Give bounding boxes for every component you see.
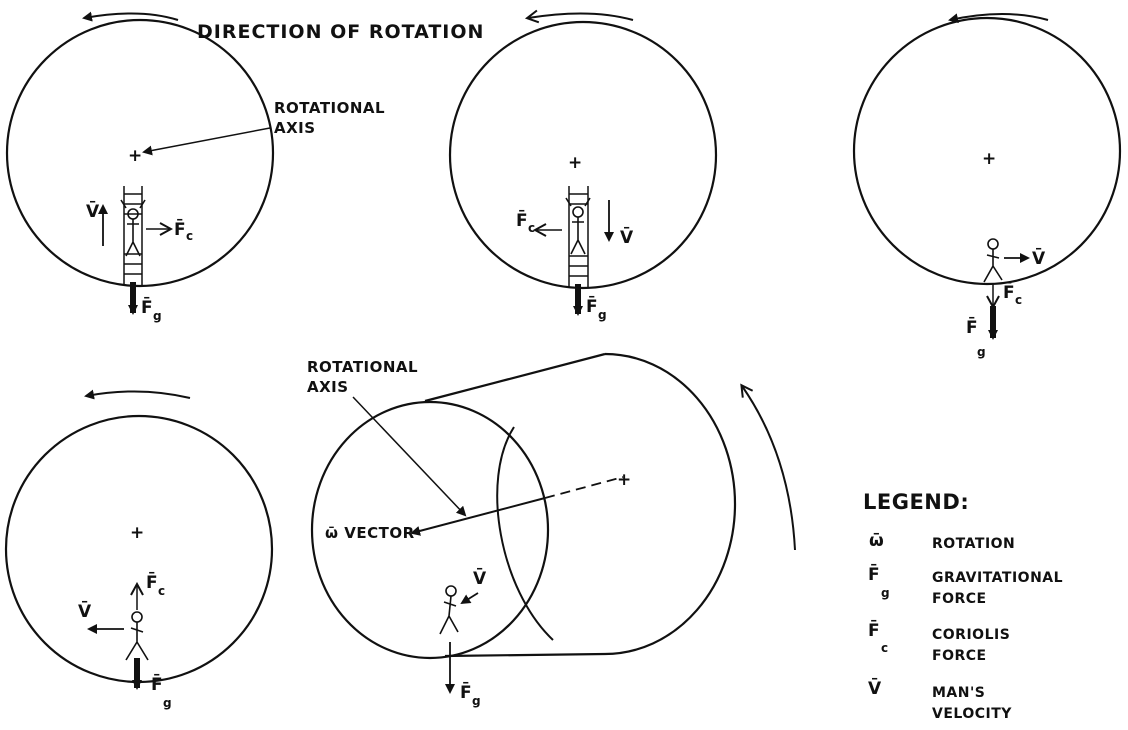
velocity-arrow-5 bbox=[460, 592, 479, 605]
coriolis-symbol-1: F̄ bbox=[174, 218, 186, 240]
cylinder-near-end bbox=[310, 400, 550, 660]
gravity-symbol-1: F̄ bbox=[141, 296, 153, 318]
axis-plus-4: + bbox=[130, 523, 144, 543]
gravity-sub-1: g bbox=[153, 309, 162, 323]
man-figure-2 bbox=[565, 197, 591, 255]
panel-cylinder: + ω̄ VECTOR ROTATIONAL AXIS V̄ F̄ g bbox=[307, 352, 796, 708]
coriolis-sub-3: c bbox=[1015, 293, 1022, 307]
legend-line2-3: FORCE bbox=[932, 648, 987, 664]
habitat-circle-1 bbox=[5, 18, 275, 288]
man-figure-4 bbox=[125, 611, 149, 661]
axis-plus-3: + bbox=[982, 149, 996, 169]
cylinder-bottom-edge bbox=[444, 652, 606, 658]
coriolis-sub-1: c bbox=[186, 229, 193, 243]
rotation-arrow-1 bbox=[82, 11, 179, 22]
cylinder-top-edge bbox=[424, 352, 606, 403]
legend-symbol-4: V̄ bbox=[868, 677, 882, 699]
velocity-symbol-3: V̄ bbox=[1032, 247, 1046, 269]
coriolis-symbol-2: F̄ bbox=[516, 209, 528, 231]
legend-line2-4: VELOCITY bbox=[932, 706, 1012, 722]
rotation-arrow-4 bbox=[84, 389, 191, 400]
legend-sub-2: g bbox=[881, 586, 890, 600]
axis-plus-5: + bbox=[617, 470, 631, 490]
axis-dashed bbox=[544, 476, 624, 499]
legend-line1-3: CORIOLIS bbox=[932, 627, 1010, 643]
panel-climbing-up: DIRECTION OF ROTATION + ROTATIONAL AXIS … bbox=[5, 11, 484, 323]
coriolis-sub-4: c bbox=[158, 584, 165, 598]
man-figure-5 bbox=[439, 585, 459, 635]
habitat-circle-4 bbox=[4, 414, 274, 684]
coriolis-symbol-3: F̄ bbox=[1003, 281, 1015, 303]
legend-item-rotation: ω̄ ROTATION bbox=[869, 531, 1015, 552]
ladder-1 bbox=[123, 186, 143, 286]
direction-label: DIRECTION OF ROTATION bbox=[197, 21, 484, 43]
habitat-circle-2 bbox=[448, 20, 718, 290]
velocity-symbol-1: V̄ bbox=[86, 200, 100, 222]
gravity-symbol-4: F̄ bbox=[151, 673, 163, 695]
rotational-axis-pointer-2 bbox=[352, 396, 467, 517]
rotational-axis-pointer-1 bbox=[142, 127, 271, 156]
omega-vector-label: ω̄ VECTOR bbox=[325, 524, 415, 542]
coriolis-symbol-4: F̄ bbox=[146, 571, 158, 593]
gravity-sub-4: g bbox=[163, 696, 172, 710]
ladder-2 bbox=[568, 186, 589, 288]
legend-symbol-1: ω̄ bbox=[869, 531, 884, 551]
legend: LEGEND: ω̄ ROTATION F̄ g GRAVITATIONAL F… bbox=[863, 490, 1063, 722]
gravity-symbol-2: F̄ bbox=[586, 295, 598, 317]
gravity-sub-3: g bbox=[977, 345, 986, 359]
habitat-circle-3 bbox=[852, 16, 1122, 286]
legend-item-velocity: V̄ MAN'S VELOCITY bbox=[868, 677, 1012, 722]
panel-walking-against-rotation: + V̄ F̄ c F̄ g bbox=[4, 389, 274, 710]
legend-line1-1: ROTATION bbox=[932, 536, 1015, 552]
omega-vector-arrow bbox=[410, 497, 546, 536]
gravity-symbol-3: F̄ bbox=[966, 316, 978, 338]
rotation-arrow-3 bbox=[948, 13, 1049, 24]
gravity-sub-2: g bbox=[598, 308, 607, 322]
legend-line1-2: GRAVITATIONAL bbox=[932, 570, 1063, 586]
coriolis-sub-2: c bbox=[528, 221, 535, 235]
axis-plus-2: + bbox=[568, 153, 582, 173]
rotational-axis-label-4: AXIS bbox=[307, 378, 349, 396]
gravity-symbol-5: F̄ bbox=[460, 681, 472, 703]
legend-symbol-3: F̄ bbox=[868, 619, 880, 641]
legend-symbol-2: F̄ bbox=[868, 563, 880, 585]
velocity-symbol-4: V̄ bbox=[78, 600, 92, 622]
legend-item-coriolis: F̄ c CORIOLIS FORCE bbox=[868, 619, 1010, 664]
legend-sub-3: c bbox=[881, 641, 888, 655]
rotation-arrow-5 bbox=[742, 386, 796, 551]
axis-plus-1: + bbox=[128, 146, 142, 166]
rotational-axis-label-1: ROTATIONAL bbox=[274, 99, 385, 117]
man-figure-1 bbox=[120, 199, 146, 257]
panel-climbing-down: + F̄ c V̄ F̄ g bbox=[448, 13, 718, 322]
legend-item-gravitational: F̄ g GRAVITATIONAL FORCE bbox=[868, 563, 1063, 607]
gravity-sub-5: g bbox=[472, 694, 481, 708]
rotational-axis-label-3: ROTATIONAL bbox=[307, 358, 418, 376]
cylinder-inner-arc bbox=[496, 426, 554, 641]
panel-walking-with-rotation: + V̄ F̄ c F̄ g bbox=[852, 13, 1122, 359]
velocity-symbol-5: V̄ bbox=[473, 567, 487, 589]
cylinder-far-end bbox=[604, 352, 737, 656]
legend-line2-2: FORCE bbox=[932, 591, 987, 607]
man-figure-3 bbox=[983, 238, 1003, 283]
rotational-axis-label-2: AXIS bbox=[274, 119, 316, 137]
rotation-arrow-2 bbox=[528, 13, 634, 20]
velocity-symbol-2: V̄ bbox=[620, 226, 634, 248]
legend-title: LEGEND: bbox=[863, 490, 969, 514]
legend-line1-4: MAN'S bbox=[932, 685, 985, 701]
